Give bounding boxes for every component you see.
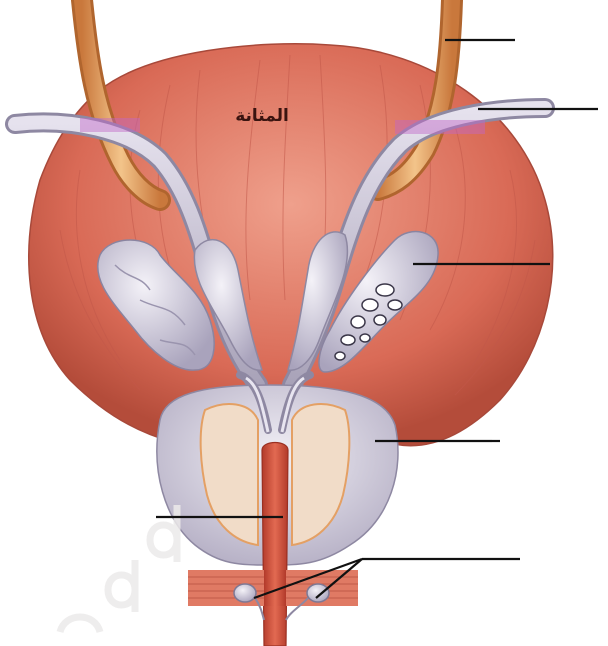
urogenital-diaphragm <box>188 570 358 606</box>
watermark <box>60 505 177 632</box>
bladder-label: المثانة <box>235 106 289 126</box>
ureter-crossing-highlight-right <box>395 120 485 134</box>
urethra <box>262 443 288 646</box>
ureter-crossing-highlight-left <box>80 118 140 132</box>
